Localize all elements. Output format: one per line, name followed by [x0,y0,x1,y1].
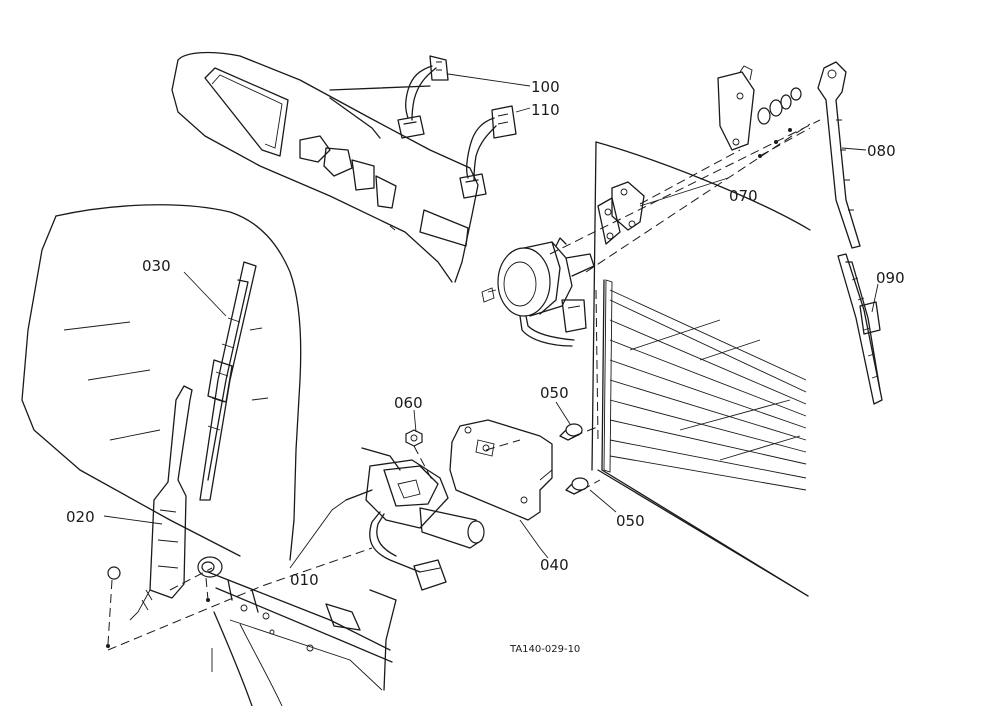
harness-100 [397,55,449,139]
nut-060 [405,429,423,447]
leader-lines [103,73,879,569]
wiper-arm-020 [129,385,193,621]
callout-010: 010 [290,571,319,589]
callout-070: 070 [729,187,758,205]
callout-100: 100 [531,78,560,96]
rear-wiper-motor-070 [481,181,645,347]
rear-door-panel [591,141,811,597]
callout-060: 060 [394,394,423,412]
assembly-lines [107,119,821,651]
callout-090: 090 [876,269,905,287]
rear-wiper-blade-090 [837,253,883,405]
motor-bracket-040 [449,419,553,521]
callout-030: 030 [142,257,171,275]
callout-050-lower: 050 [616,512,645,530]
callout-040: 040 [540,556,569,574]
wiper-motor-010 [345,447,485,591]
wiper-blade-030 [199,261,257,501]
callout-050-upper: 050 [540,384,569,402]
rear-glass [21,204,302,561]
lower-frame [207,571,397,706]
callout-080: 080 [867,142,896,160]
harness-110 [459,105,517,199]
cab-roof-console [171,51,479,283]
rear-pivot-hardware [717,65,802,158]
pivot-nut [106,556,223,648]
callouts: 100 110 080 070 090 030 060 050 050 020 … [66,78,905,589]
bolt-050-lower [565,477,589,495]
callout-110: 110 [531,101,560,119]
rear-wiper-arm-080 [817,61,861,249]
callout-020: 020 [66,508,95,526]
reference-code: TA140-029-10 [509,644,580,655]
bolt-050-upper [559,423,583,441]
